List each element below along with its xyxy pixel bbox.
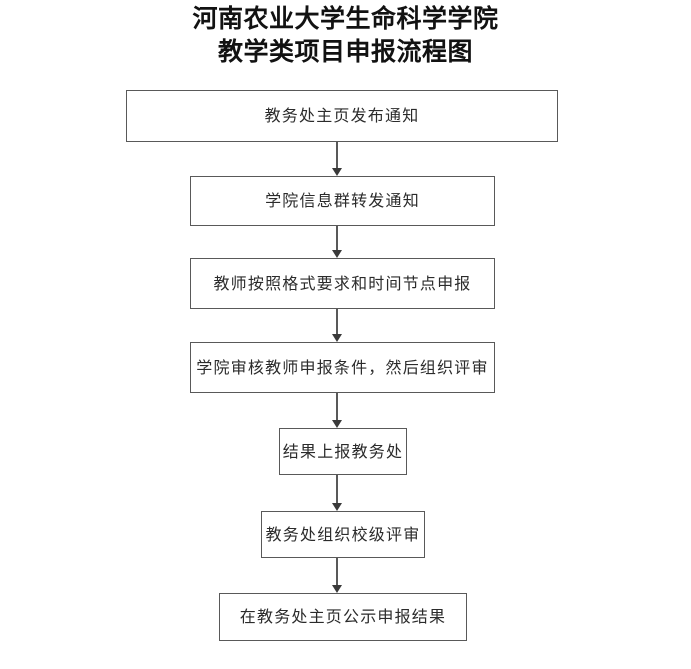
flow-node-6: 教务处组织校级评审: [261, 511, 425, 558]
arrow-stem: [336, 309, 338, 335]
flow-node-label: 学院信息群转发通知: [265, 191, 420, 211]
arrow-stem: [336, 558, 338, 586]
arrow-head-icon: [331, 503, 342, 511]
title-line-1: 河南农业大学生命科学学院: [192, 4, 499, 33]
flow-node-label: 在教务处主页公示申报结果: [239, 607, 447, 627]
flow-node-2: 学院信息群转发通知: [190, 176, 495, 226]
arrow-head-icon: [331, 585, 342, 593]
flow-node-label: 教师按照格式要求和时间节点申报: [213, 273, 472, 293]
flow-arrow-4: [330, 393, 344, 428]
flow-arrow-6: [330, 558, 344, 593]
flow-node-label: 结果上报教务处: [282, 441, 404, 461]
flow-node-7: 在教务处主页公示申报结果: [219, 593, 467, 641]
flow-arrow-3: [330, 309, 344, 342]
arrow-stem: [336, 226, 338, 251]
flow-node-label: 学院审核教师申报条件，然后组织评审: [196, 357, 489, 377]
flow-node-3: 教师按照格式要求和时间节点申报: [190, 258, 495, 309]
flow-node-label: 教务处主页发布通知: [264, 106, 420, 126]
flow-arrow-1: [330, 142, 344, 176]
arrow-stem: [336, 475, 338, 504]
page-title: 河南农业大学生命科学学院 教学类项目申报流程图: [0, 2, 691, 68]
arrow-stem: [336, 393, 338, 421]
arrow-head-icon: [331, 420, 342, 428]
flow-arrow-2: [330, 226, 344, 258]
flow-node-4: 学院审核教师申报条件，然后组织评审: [190, 342, 495, 393]
flow-node-5: 结果上报教务处: [279, 428, 407, 475]
arrow-head-icon: [331, 168, 342, 176]
arrow-head-icon: [331, 250, 342, 258]
flow-arrow-5: [330, 475, 344, 511]
arrow-stem: [336, 142, 338, 169]
flow-node-1: 教务处主页发布通知: [126, 90, 558, 142]
arrow-head-icon: [331, 334, 342, 342]
title-line-2: 教学类项目申报流程图: [217, 37, 473, 66]
flow-node-label: 教务处组织校级评审: [265, 524, 421, 544]
